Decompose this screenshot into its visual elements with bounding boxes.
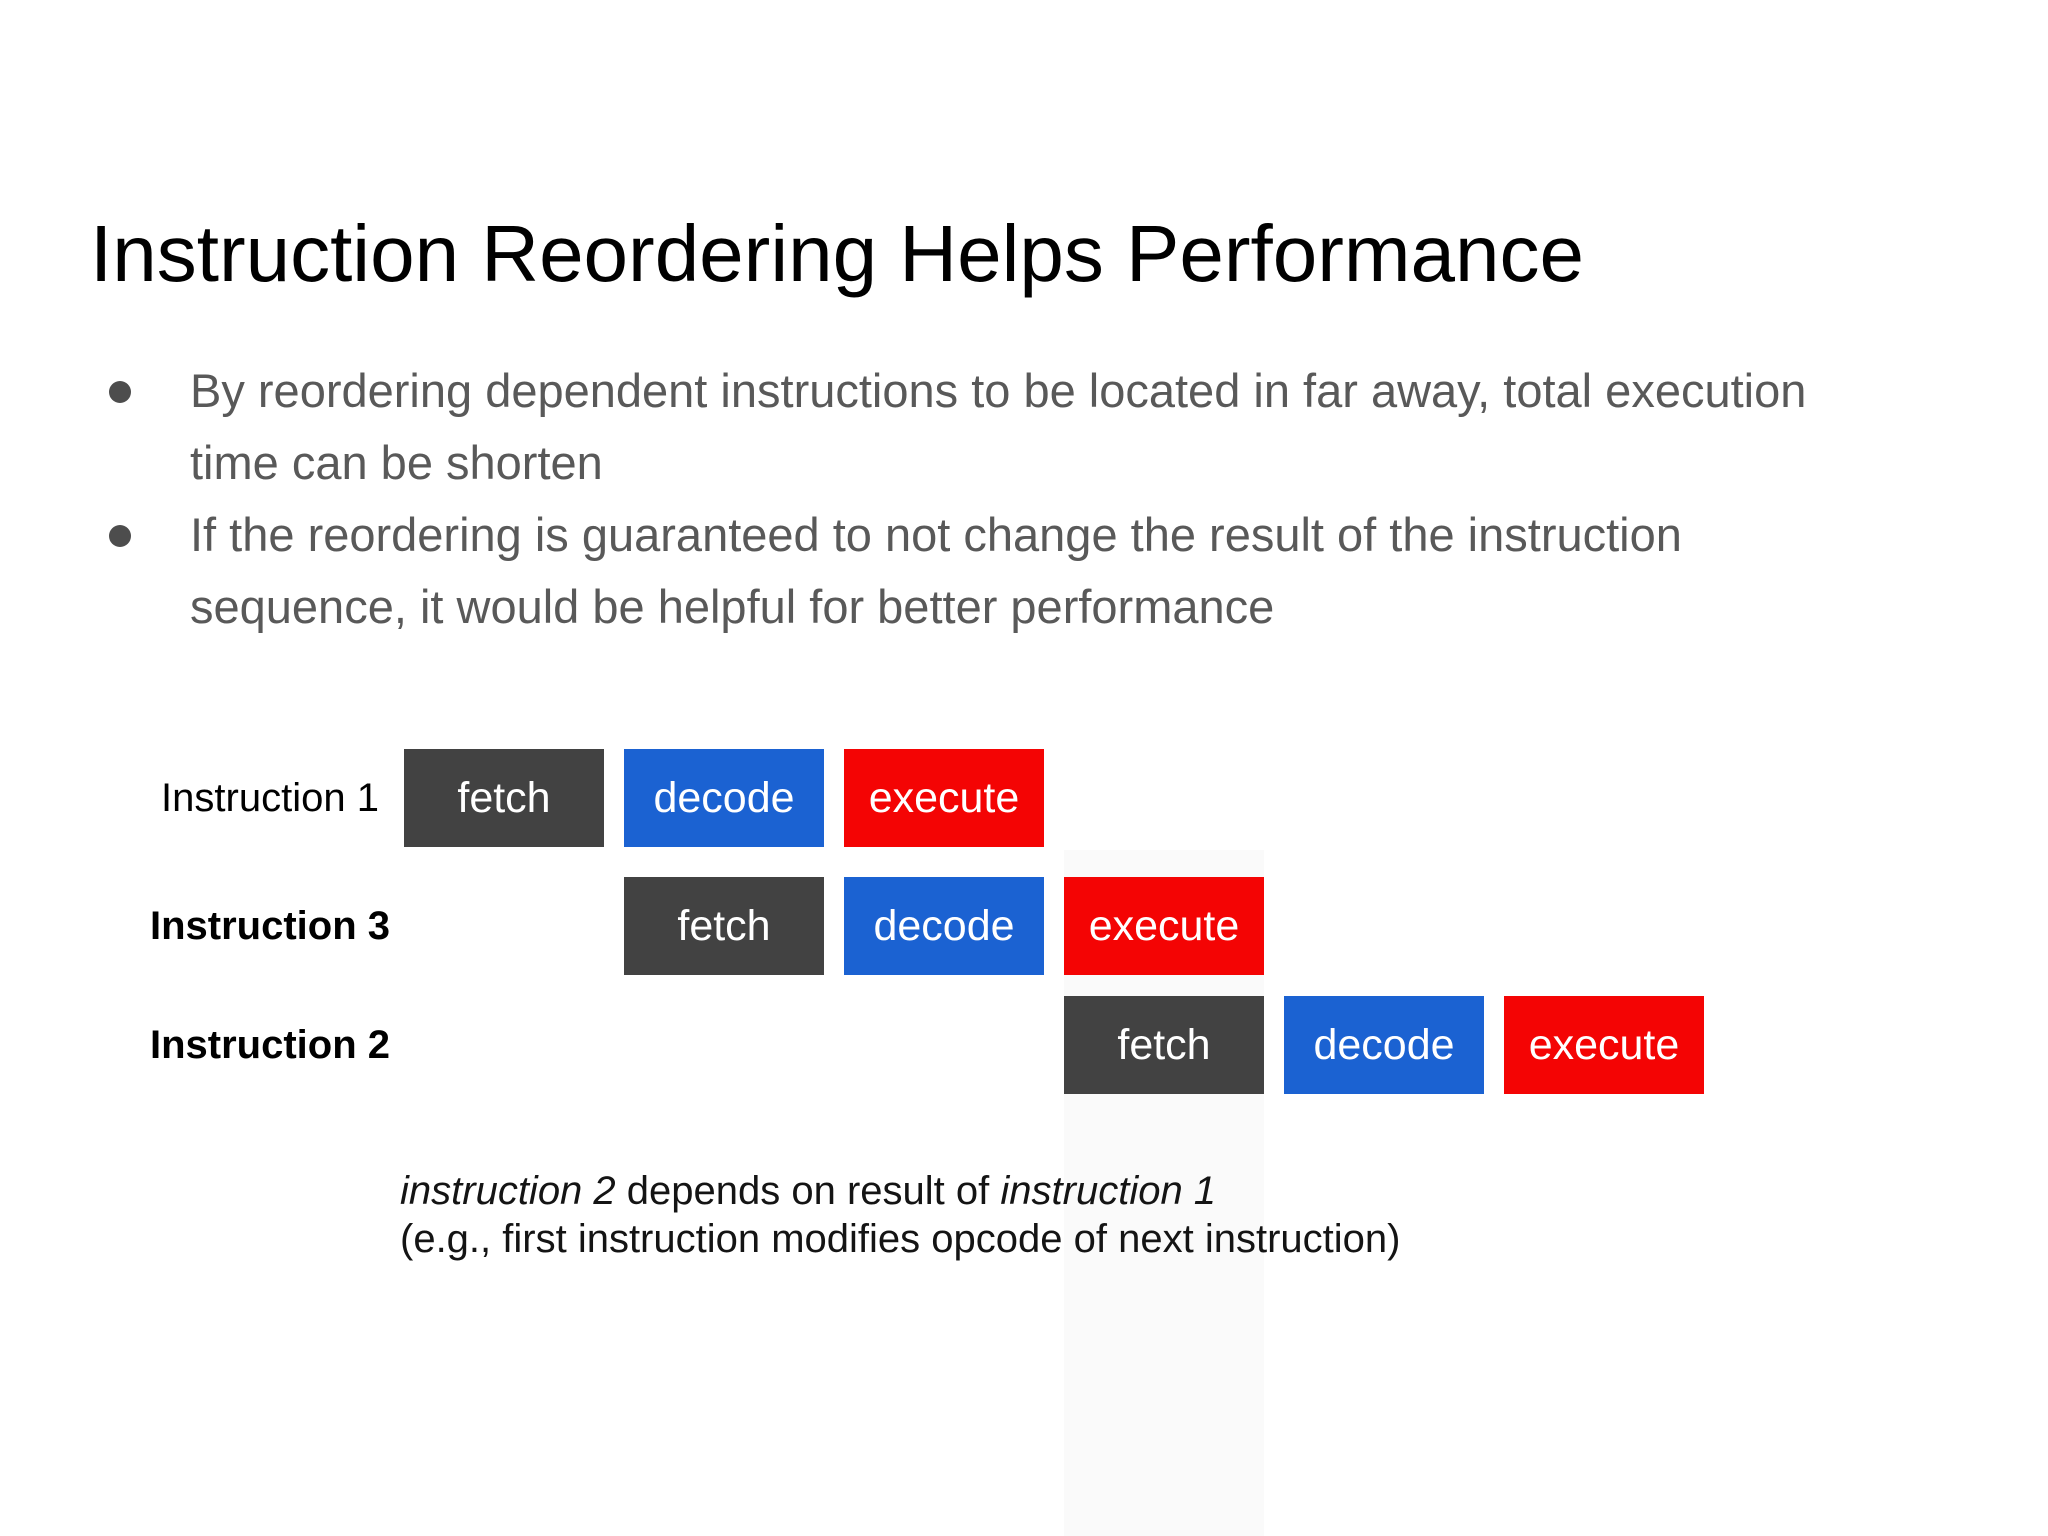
caption-italic-term: instruction 1 xyxy=(1000,1169,1217,1213)
stage-box-fetch-row3: fetch xyxy=(1064,996,1264,1094)
stage-box-execute-row2: execute xyxy=(1064,877,1264,975)
stage-box-decode-row1: decode xyxy=(624,749,824,847)
bullet-text: By reordering dependent instructions to … xyxy=(190,364,1807,489)
stage-box-fetch-row1: fetch xyxy=(404,749,604,847)
bullet-list: By reordering dependent instructions to … xyxy=(100,355,2010,643)
dependency-caption: instruction 2 depends on result of instr… xyxy=(400,1167,1400,1263)
bullet-text: If the reordering is guaranteed to not c… xyxy=(190,508,1682,633)
bullet-item-1: By reordering dependent instructions to … xyxy=(100,355,2010,499)
caption-line-1: instruction 2 depends on result of instr… xyxy=(400,1167,1400,1215)
caption-line-2: (e.g., first instruction modifies opcode… xyxy=(400,1217,1401,1261)
stage-box-execute-row3: execute xyxy=(1504,996,1704,1094)
caption-italic-term: instruction 2 xyxy=(400,1169,616,1213)
stage-box-execute-row1: execute xyxy=(844,749,1044,847)
row-label-instruction-1: Instruction 1 xyxy=(161,776,379,820)
stage-box-decode-row3: decode xyxy=(1284,996,1484,1094)
bullet-item-2: If the reordering is guaranteed to not c… xyxy=(100,499,2010,643)
slide-title: Instruction Reordering Helps Performance xyxy=(90,208,1585,298)
bullet-dot-icon xyxy=(109,381,131,403)
stage-box-decode-row2: decode xyxy=(844,877,1044,975)
caption-plain-text: depends on result of xyxy=(615,1169,1001,1213)
stage-box-fetch-row2: fetch xyxy=(624,877,824,975)
row-label-instruction-2: Instruction 2 xyxy=(149,1023,391,1067)
bullet-dot-icon xyxy=(109,525,131,547)
row-label-instruction-3: Instruction 3 xyxy=(149,904,391,948)
